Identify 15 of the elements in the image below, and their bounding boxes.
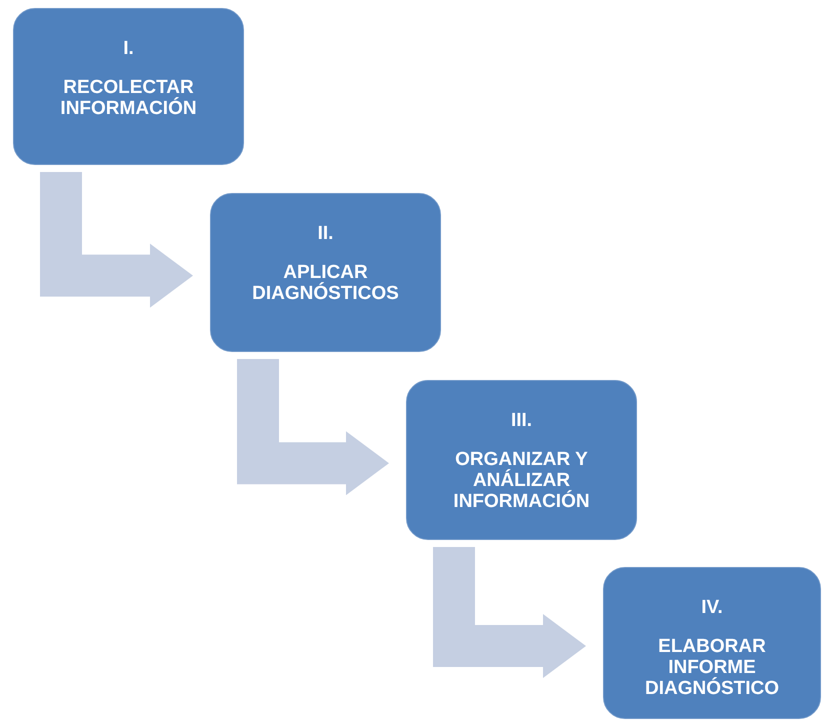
step-number: I. [123,39,134,60]
process-box [406,380,637,540]
step-title: APLICAR DIAGNÓSTICOS [251,262,400,305]
process-box [13,8,244,165]
process-box [210,193,441,352]
step-number: IV. [701,598,723,619]
step-title: RECOLECTAR INFORMACIÓN [59,78,198,120]
step-title: ORGANIZAR Y ANÁLIZAR INFORMACIÓN [452,450,591,513]
step-title: ELABORAR INFORME DIAGNÓSTICO [644,636,780,700]
step-number: II. [318,224,334,245]
process-box [603,567,821,719]
block-arrow [40,172,193,308]
block-arrow [237,359,389,496]
block-arrow [433,547,586,678]
step-number: III. [510,411,532,432]
